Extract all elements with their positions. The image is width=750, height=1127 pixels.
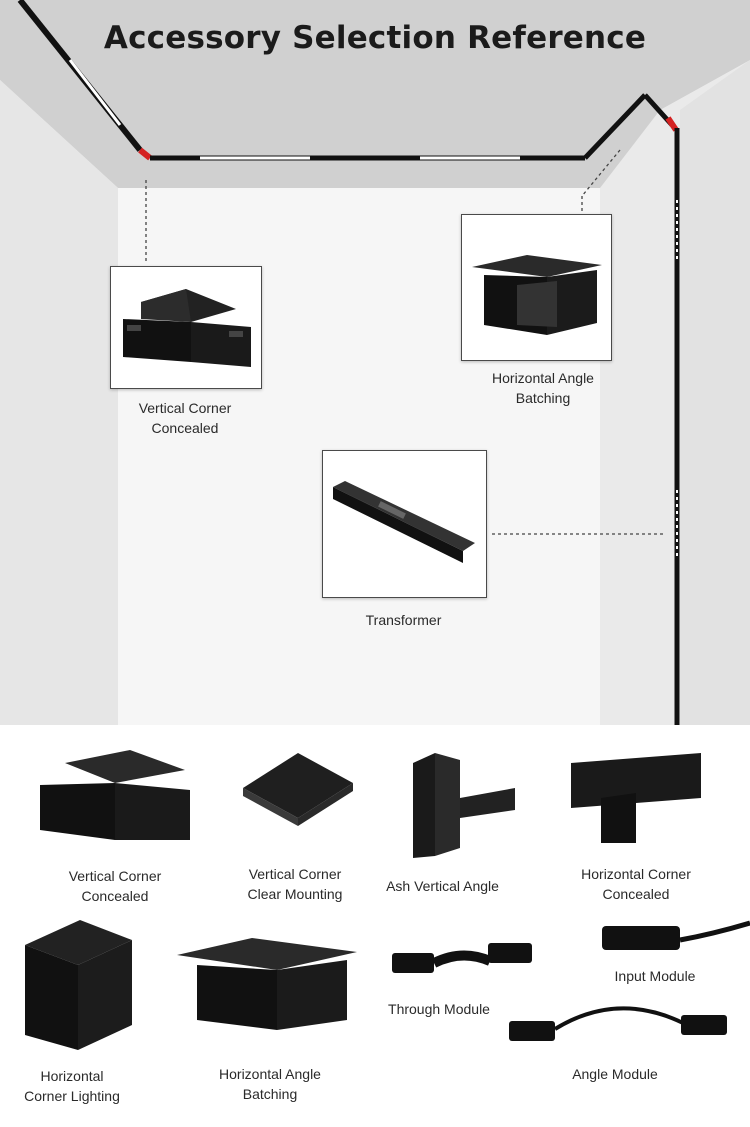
product-label: Input Module <box>614 968 696 984</box>
product-image <box>571 753 701 843</box>
product-image <box>509 1006 727 1041</box>
product-image <box>602 920 750 950</box>
product-label: Horizontal Corner Concealed <box>581 866 691 902</box>
page-title: Accessory Selection Reference <box>103 20 647 56</box>
product-through-module[interactable] <box>388 935 536 985</box>
product-image <box>413 753 515 858</box>
product-label: Ash Vertical Angle <box>386 878 499 894</box>
room-scene: Accessory Selection Reference Vertical C… <box>0 0 750 725</box>
product-label: Vertical Corner Concealed <box>68 868 162 904</box>
callout-label: Horizontal Angle Batching <box>492 370 594 406</box>
product-image <box>243 753 353 826</box>
product-ash-vertical-angle[interactable] <box>405 738 520 860</box>
product-input-module[interactable] <box>598 918 750 963</box>
transformer-image <box>333 481 475 563</box>
product-vertical-corner-concealed[interactable] <box>35 745 195 845</box>
product-angle-module[interactable] <box>505 1003 730 1055</box>
horizontal-angle-batching-card[interactable] <box>461 214 612 361</box>
product-horizontal-corner-lighting[interactable] <box>20 915 135 1053</box>
callout-label: Vertical Corner Concealed <box>138 400 232 436</box>
transformer-card[interactable] <box>322 450 487 598</box>
horizontal-angle-image <box>472 255 602 335</box>
callout-label: Transformer <box>365 612 442 628</box>
product-label: Vertical Corner Clear Mounting <box>247 866 343 902</box>
product-horizontal-angle-batching[interactable] <box>172 930 362 1035</box>
product-image <box>392 943 532 973</box>
product-image <box>25 920 132 1050</box>
product-label: Horizontal Angle Batching <box>219 1066 321 1102</box>
product-label: Angle Module <box>572 1066 658 1082</box>
product-vertical-corner-clear-mounting[interactable] <box>238 748 358 838</box>
product-label: Through Module <box>388 1001 490 1017</box>
product-horizontal-corner-concealed[interactable] <box>566 748 706 848</box>
track-light-line <box>17 0 680 725</box>
vertical-corner-image <box>123 289 251 367</box>
product-image <box>177 938 357 1030</box>
product-label: Horizontal Corner Lighting <box>24 1068 120 1104</box>
product-image <box>40 750 190 840</box>
vertical-corner-concealed-card[interactable] <box>110 266 262 389</box>
